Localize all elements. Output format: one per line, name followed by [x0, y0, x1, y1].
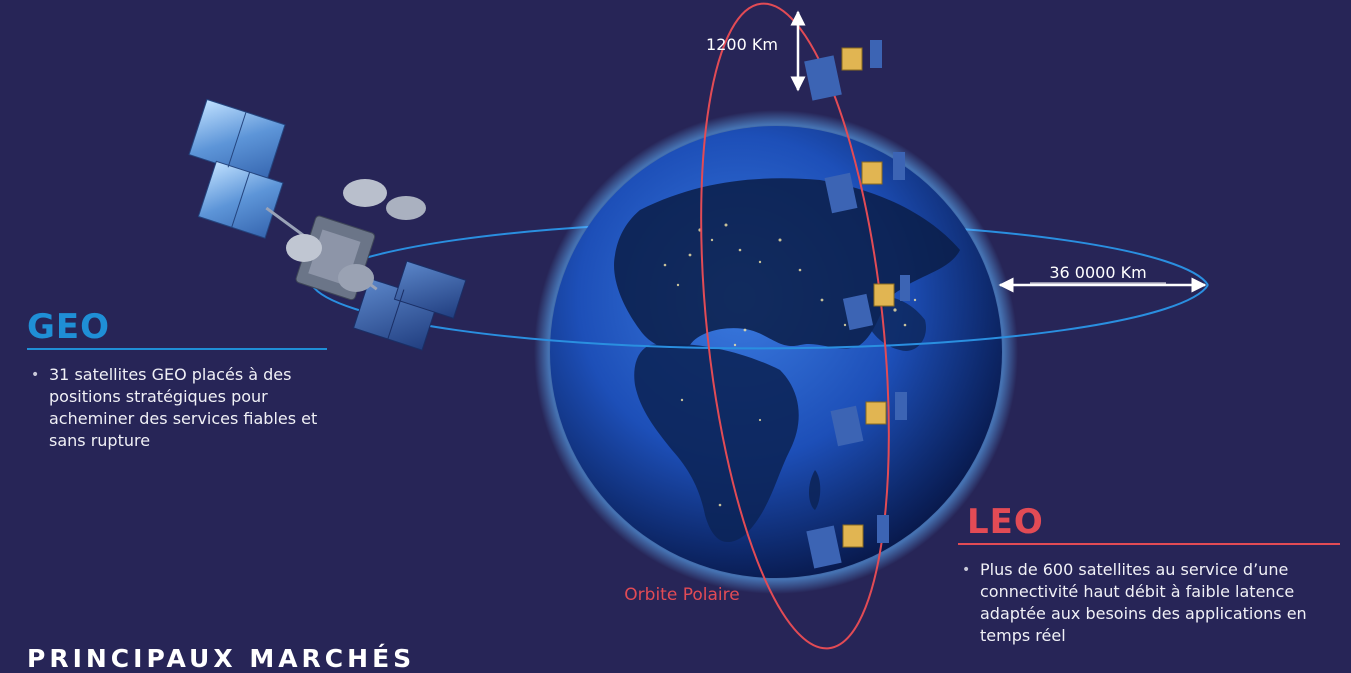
leo-satellite-1	[804, 40, 882, 101]
leo-divider	[958, 543, 1340, 545]
leo-title: LEO	[967, 502, 1044, 542]
leo-bullet-list: Plus de 600 satellites au service d’une …	[958, 559, 1340, 647]
leo-altitude-label: 1200 Km	[706, 35, 778, 54]
orbit-diagram: 1200 Km 36 0000 Km Orbite Polaire	[188, 2, 1209, 650]
geo-bullet: 31 satellites GEO placés à des positions…	[27, 364, 337, 452]
leo-satellite-2	[824, 152, 905, 214]
geo-divider	[27, 348, 327, 350]
leo-bullet: Plus de 600 satellites au service d’une …	[958, 559, 1340, 647]
geo-altitude-label: 36 0000 Km	[1049, 263, 1146, 282]
leo-section: LEO Plus de 600 satellites au service d’…	[958, 503, 1340, 647]
polar-orbit	[700, 2, 890, 650]
leo-satellite-3	[842, 275, 910, 331]
polar-orbit-label: Orbite Polaire	[624, 585, 739, 605]
geo-title: GEO	[27, 307, 111, 347]
geo-section: GEO 31 satellites GEO placés à des posit…	[27, 308, 337, 452]
earth-globe	[534, 110, 1018, 594]
geo-satellite-icon	[188, 98, 467, 351]
geo-bullet-list: 31 satellites GEO placés à des positions…	[27, 364, 337, 452]
leo-satellite-4	[830, 392, 907, 447]
leo-satellite-5	[806, 515, 889, 569]
